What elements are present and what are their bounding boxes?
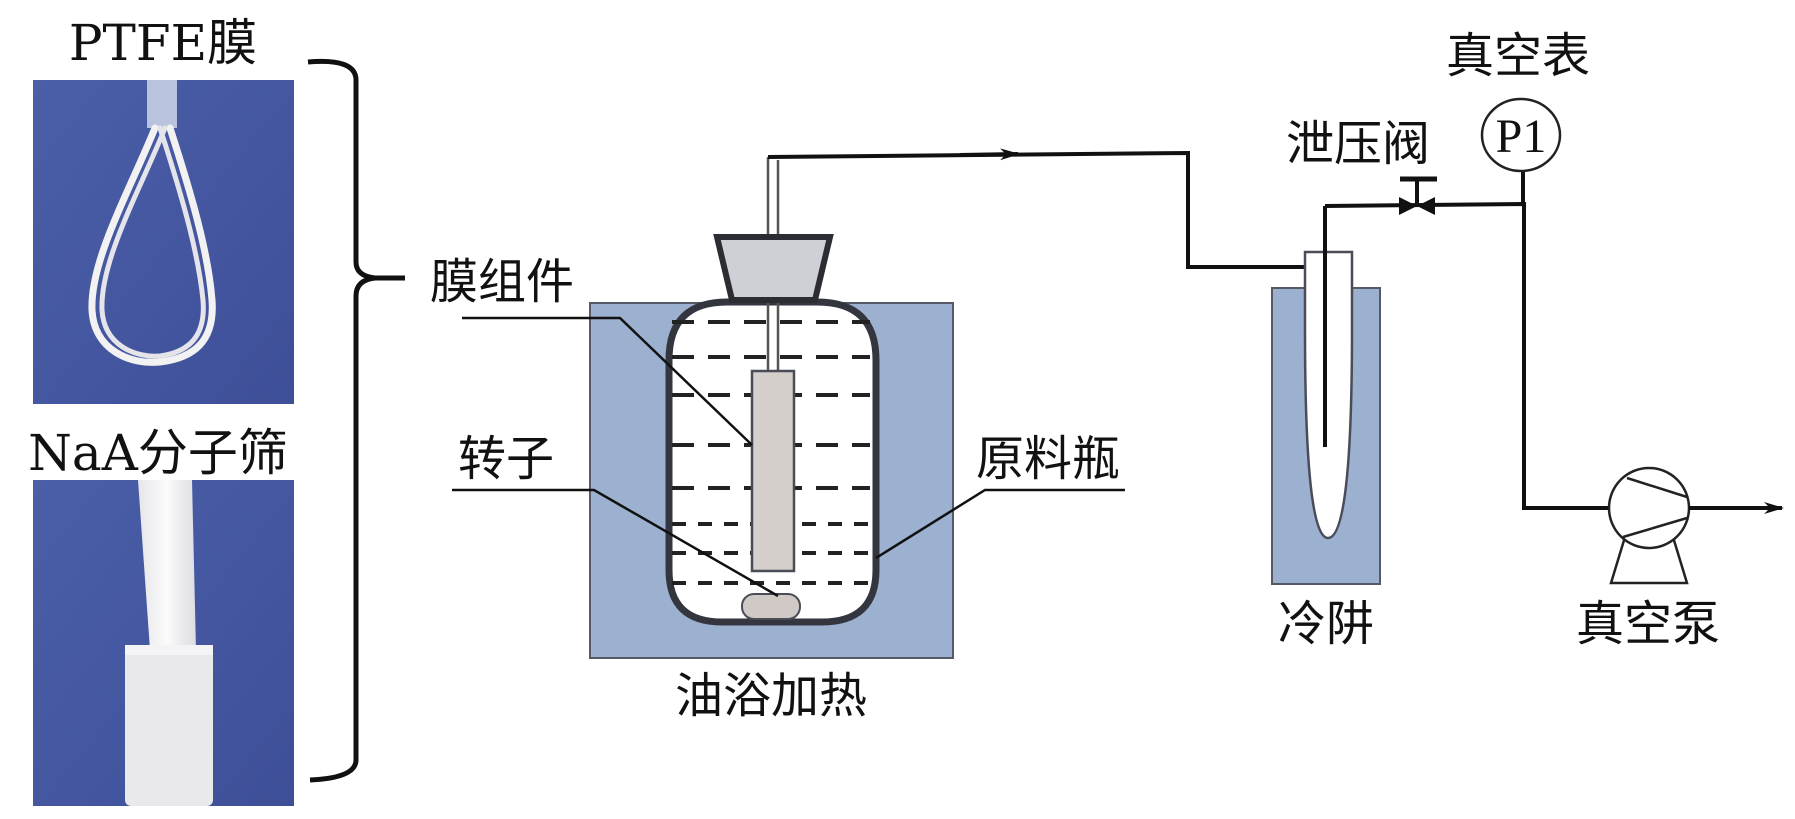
vacuum-gauge-label: 真空表 <box>1446 28 1590 84</box>
feed-flask-leader <box>875 488 1125 560</box>
relief-valve-icon <box>1399 176 1437 215</box>
flow-arrow-icon <box>959 148 1020 161</box>
flask-stopper <box>713 234 834 303</box>
naa-zeolite-photo <box>33 480 294 806</box>
cold-trap-tube <box>1303 250 1354 540</box>
membrane-module-label: 膜组件 <box>430 254 574 310</box>
stir-bar-leader <box>452 488 779 598</box>
naa-label: NaA分子筛 <box>28 424 288 482</box>
vacuum-pump-label: 真空泵 <box>1576 596 1720 652</box>
feed-flask-label: 原料瓶 <box>976 431 1120 487</box>
vacuum-gauge-icon <box>1480 97 1562 206</box>
grouping-brace <box>307 58 405 783</box>
permeate-pipe <box>767 150 1305 269</box>
ptfe-label: PTFE膜 <box>69 14 257 72</box>
vacuum-pump-icon <box>1607 466 1691 585</box>
stir-bar-label: 转子 <box>458 431 554 487</box>
ptfe-membrane-photo <box>33 80 294 404</box>
membrane-module <box>750 369 796 573</box>
cold-trap-label: 冷阱 <box>1278 596 1374 652</box>
membrane-module-leader <box>462 316 753 446</box>
oil-bath-label: 油浴加热 <box>675 668 867 724</box>
relief-valve-label: 泄压阀 <box>1286 116 1430 172</box>
vacuum-gauge-tag: P1 <box>1496 110 1547 163</box>
stir-bar <box>741 593 801 620</box>
